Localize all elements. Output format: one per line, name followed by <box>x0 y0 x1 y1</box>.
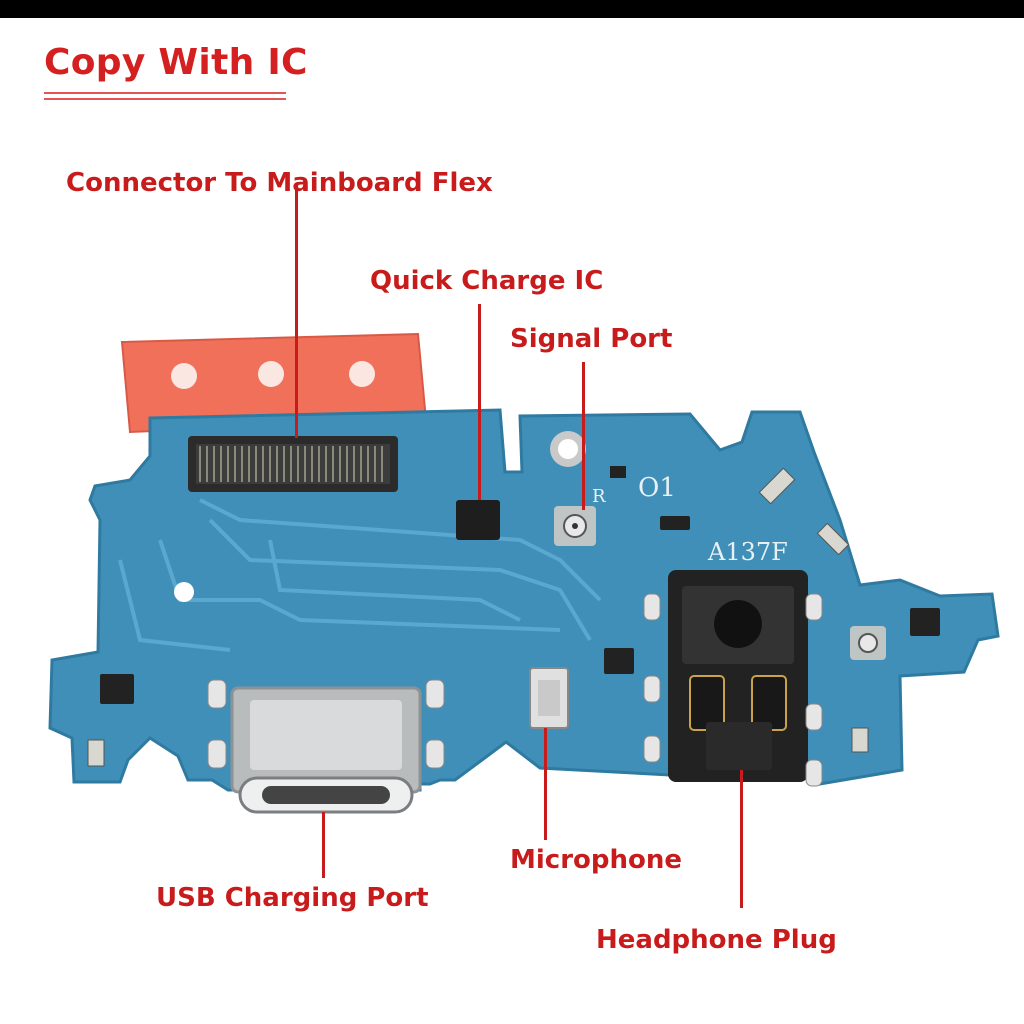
callout-headphone-label: Headphone Plug <box>596 925 837 955</box>
callout-signal-port-leader <box>582 362 585 510</box>
mainboard-connector <box>188 436 398 492</box>
silkscreen-mark-r: R <box>592 486 606 507</box>
smd-pads <box>87 467 869 767</box>
headphone-jack <box>668 570 808 782</box>
top-border-bar <box>0 0 1024 18</box>
page-heading: Copy With IC <box>44 42 308 83</box>
callout-signal-port-label: Signal Port <box>510 324 673 354</box>
jack-solder-tabs <box>643 593 823 787</box>
smd-components <box>100 466 940 704</box>
signal-port-connector <box>554 506 596 546</box>
silkscreen-code: O1 <box>638 473 676 503</box>
heading-underline-secondary <box>44 98 286 100</box>
mounting-hole-left <box>174 582 194 602</box>
usb-solder-tabs <box>207 679 445 769</box>
heading-underline <box>44 92 286 94</box>
microphone-component <box>529 667 569 729</box>
callout-microphone-leader <box>544 728 547 840</box>
callout-quick-charge-label: Quick Charge IC <box>370 266 604 296</box>
usb-c-port <box>230 686 422 814</box>
pcb-traces <box>118 498 602 652</box>
flex-tape <box>120 332 428 434</box>
callout-usb-label: USB Charging Port <box>156 883 429 913</box>
signal-port-connector-right <box>850 626 886 660</box>
callout-quick-charge-leader <box>478 304 481 500</box>
callout-usb-leader <box>322 812 325 878</box>
mounting-hole <box>550 431 586 467</box>
callout-connector-leader <box>295 184 298 438</box>
callout-headphone-leader <box>740 770 743 908</box>
callout-connector-label: Connector To Mainboard Flex <box>66 168 493 198</box>
quick-charge-ic-chip <box>456 500 500 540</box>
silkscreen-model: A137F <box>707 538 788 566</box>
callout-microphone-label: Microphone <box>510 845 683 875</box>
